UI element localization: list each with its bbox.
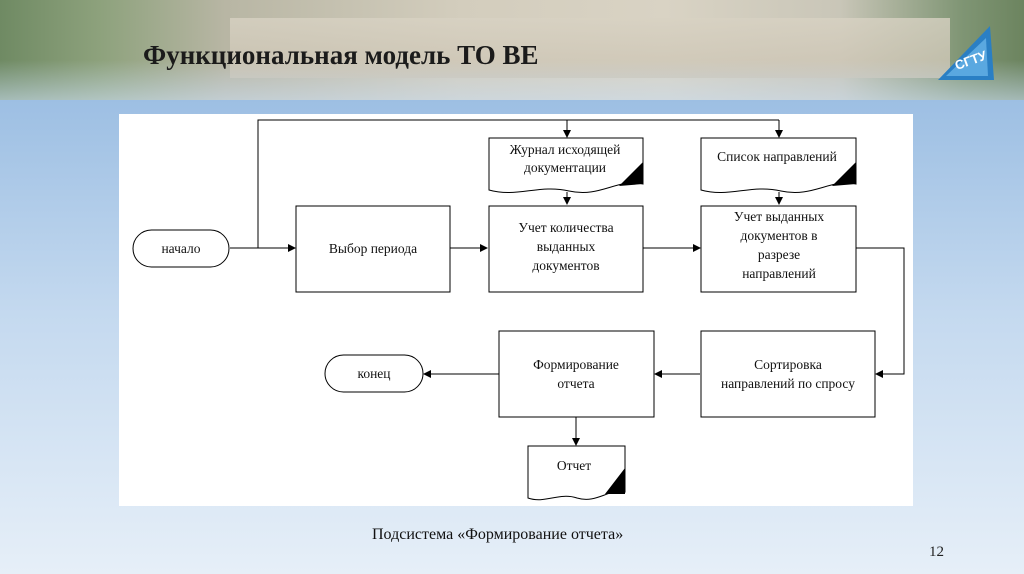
sort-directions-line2: направлений по спросу	[721, 376, 855, 391]
form-report-line2: отчета	[557, 376, 594, 391]
count-by-direction-line1: Учет выданных	[734, 209, 824, 224]
sort-directions-process: Сортировка направлений по спросу	[700, 330, 876, 418]
count-by-direction-line3: разрезе	[758, 247, 800, 262]
directions-list-label: Список направлений	[717, 149, 837, 164]
flowchart: начало Выбор периода Журнал исходящей до…	[132, 119, 905, 501]
journal-document: Журнал исходящей документации	[488, 137, 644, 194]
journal-label-line2: документации	[524, 160, 606, 175]
page-number: 12	[929, 544, 944, 560]
end-label: конец	[357, 366, 390, 381]
page-title: Функциональная модель ТО ВЕ	[143, 40, 539, 70]
select-period-label: Выбор периода	[329, 241, 417, 256]
count-by-direction-process: Учет выданных документов в разрезе напра…	[700, 205, 857, 293]
count-by-direction-line2: документов в	[741, 228, 818, 243]
form-report-process: Формирование отчета	[498, 330, 655, 418]
arrow-direction-count-to-sort	[856, 247, 905, 378]
top-connector-line	[257, 119, 779, 248]
sort-directions-line1: Сортировка	[754, 357, 822, 372]
university-logo: СГТУ	[938, 26, 994, 80]
report-label: Отчет	[557, 458, 591, 473]
count-by-direction-line4: направлений	[742, 266, 816, 281]
form-report-line1: Формирование	[533, 357, 619, 372]
diagram-caption: Подсистема «Формирование отчета»	[372, 526, 624, 543]
count-docs-line1: Учет количества	[518, 220, 613, 235]
diagram-canvas: начало Выбор периода Журнал исходящей до…	[119, 114, 913, 506]
photo-fade	[0, 60, 1024, 100]
background-photo	[0, 0, 1024, 100]
start-terminator: начало	[132, 229, 230, 268]
directions-list-document: Список направлений	[700, 137, 857, 194]
end-terminator: конец	[324, 354, 424, 393]
report-document: Отчет	[527, 445, 626, 501]
count-docs-line2: выданных	[537, 239, 596, 254]
count-documents-process: Учет количества выданных документов	[488, 205, 644, 293]
select-period-process: Выбор периода	[295, 205, 451, 293]
logo-sail-highlight	[946, 38, 988, 76]
journal-label-line1: Журнал исходящей	[510, 142, 621, 157]
start-label: начало	[161, 241, 200, 256]
count-docs-line3: документов	[532, 258, 599, 273]
